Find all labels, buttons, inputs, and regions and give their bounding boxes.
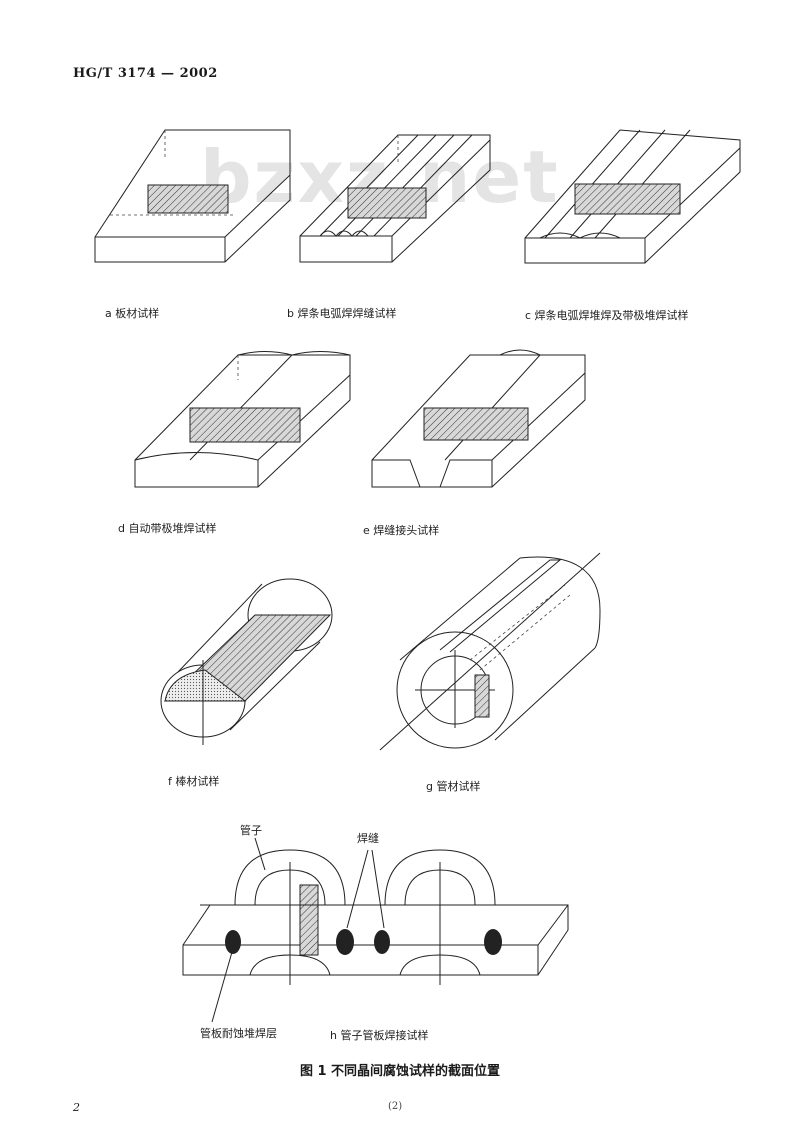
caption-a: a 板材试样 xyxy=(105,307,160,320)
caption-e: e 焊缝接头试样 xyxy=(363,524,440,537)
label-tube: 管子 xyxy=(240,824,262,837)
specimen-g-pipe xyxy=(379,552,601,751)
specimen-c-overlay xyxy=(524,129,741,264)
caption-c: c 焊条电弧焊堆焊及带极堆焊试样 xyxy=(525,309,689,322)
caption-d: d 自动带极堆焊试样 xyxy=(118,522,217,535)
page-code: (2) xyxy=(388,1101,403,1112)
figure-title: 图 1 不同晶间腐蚀试样的截面位置 xyxy=(299,1064,501,1079)
caption-h: h 管子管板焊接试样 xyxy=(330,1029,429,1042)
caption-b: b 焊条电弧焊焊缝试样 xyxy=(287,307,397,320)
specimen-h-tubesheet xyxy=(182,837,569,1023)
specimen-b-weld xyxy=(299,134,491,263)
caption-f: f 棒材试样 xyxy=(168,775,220,788)
caption-g: g 管材试样 xyxy=(426,780,481,793)
page-number: 2 xyxy=(73,1101,80,1114)
standard-number: HG/T 3174 — 2002 xyxy=(73,66,218,81)
specimen-a-plate xyxy=(94,129,291,263)
label-weld: 焊缝 xyxy=(357,832,379,845)
specimen-d-strip xyxy=(134,351,351,488)
specimen-e-joint xyxy=(371,349,586,488)
specimen-f-bar xyxy=(160,578,333,745)
label-cladding-layer: 管板耐蚀堆焊层 xyxy=(200,1027,277,1040)
